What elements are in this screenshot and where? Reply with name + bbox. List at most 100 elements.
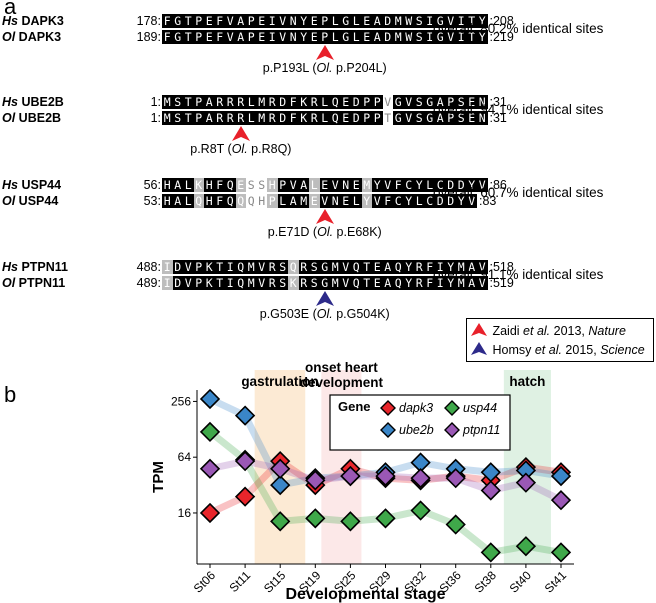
residue: L: [183, 178, 194, 192]
residue: S: [414, 111, 425, 125]
residue: L: [330, 14, 341, 28]
residue: I: [424, 30, 435, 44]
residue: S: [172, 95, 183, 109]
residue: V: [477, 276, 488, 290]
residue: E: [235, 178, 246, 192]
residue: V: [330, 178, 341, 192]
residue: G: [172, 30, 183, 44]
residue: V: [225, 14, 236, 28]
residue: M: [393, 14, 404, 28]
gene-name: UBE2B: [17, 95, 64, 109]
species-label: Ol: [2, 276, 16, 290]
residue: L: [183, 194, 194, 208]
residue: C: [424, 194, 435, 208]
residue: R: [414, 260, 425, 274]
residue: F: [214, 14, 225, 28]
residue: F: [214, 178, 225, 192]
residue: Y: [456, 194, 467, 208]
data-point-usp44: [270, 511, 291, 532]
residue: S: [256, 178, 267, 192]
residue: E: [361, 14, 372, 28]
data-point-ube2b: [234, 405, 256, 426]
species-label: Hs: [2, 95, 18, 109]
residue: M: [456, 276, 467, 290]
residue: V: [445, 30, 456, 44]
residue: H: [204, 178, 215, 192]
y-tick-label: 256: [171, 394, 191, 408]
gene-name: DAPK3: [17, 14, 64, 28]
residue: E: [340, 95, 351, 109]
gene-label: Hs PTPN11: [2, 260, 68, 274]
data-point-usp44: [199, 421, 221, 443]
mutation-arrow-icon: [315, 291, 334, 306]
data-point-ptpn11: [340, 465, 361, 487]
residue: S: [414, 30, 425, 44]
data-point-usp44: [340, 511, 361, 532]
residue: P: [193, 30, 204, 44]
residue: F: [424, 276, 435, 290]
residue: D: [445, 178, 456, 192]
residue: H: [267, 178, 278, 192]
residue: G: [319, 276, 330, 290]
residue: G: [393, 111, 404, 125]
residue: R: [225, 95, 236, 109]
legend-entry: Homsy et al. 2015, Science: [471, 342, 645, 357]
residue: I: [162, 276, 173, 290]
residue: M: [246, 260, 257, 274]
data-point-usp44: [375, 508, 396, 529]
x-tick-label: St41: [542, 568, 570, 596]
residue: V: [477, 178, 488, 192]
residue-end: :208: [489, 14, 514, 28]
residue: H: [162, 194, 173, 208]
residue: Y: [477, 30, 488, 44]
residue: Q: [246, 194, 257, 208]
residue: Y: [445, 260, 456, 274]
residue: Y: [477, 14, 488, 28]
gene-name: PTPN11: [15, 276, 66, 290]
overall-identity: overall: 91.1% identical sites: [433, 267, 604, 282]
data-point-ptpn11: [305, 470, 326, 491]
residue: V: [403, 111, 414, 125]
residue: P: [361, 95, 372, 109]
overall-identity: overall: 60.7% identical sites: [433, 185, 604, 200]
residue-start: 1:: [150, 111, 161, 125]
residue: I: [267, 30, 278, 44]
residue: S: [277, 276, 288, 290]
residue-start: 1:: [150, 95, 161, 109]
gene-name: UBE2B: [15, 111, 62, 125]
residue: S: [414, 95, 425, 109]
x-axis-label: Developmental stage: [285, 586, 445, 603]
x-tick-label: St38: [472, 568, 500, 596]
residue: P: [193, 276, 204, 290]
residue: S: [309, 276, 320, 290]
residue: M: [330, 260, 341, 274]
residue: V: [382, 95, 393, 109]
region-label: hatch: [509, 374, 545, 389]
residue: D: [382, 30, 393, 44]
residue: A: [372, 30, 383, 44]
residue: A: [466, 276, 477, 290]
residue: V: [277, 30, 288, 44]
data-point-ptpn11: [199, 458, 221, 479]
residue: V: [340, 276, 351, 290]
residue: N: [340, 178, 351, 192]
residue: L: [330, 30, 341, 44]
residue: C: [435, 178, 446, 192]
residue: E: [361, 30, 372, 44]
residue: L: [246, 111, 257, 125]
residue: L: [351, 30, 362, 44]
residue: V: [183, 260, 194, 274]
residue: C: [403, 178, 414, 192]
residue: R: [414, 276, 425, 290]
x-tick-label: St40: [507, 568, 535, 596]
residue: G: [319, 260, 330, 274]
residue: M: [162, 111, 173, 125]
arrow-icon: [471, 342, 487, 355]
x-tick-label: St15: [261, 568, 289, 596]
residue: N: [288, 14, 299, 28]
